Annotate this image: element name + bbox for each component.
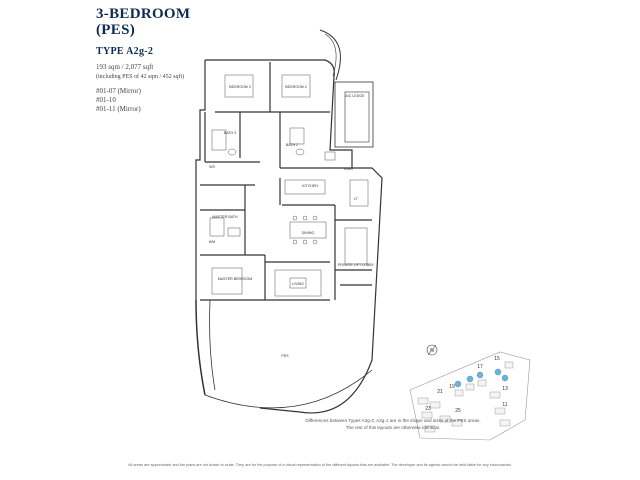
room-label-bedroom2: BEDROOM 2 [285,85,307,89]
block-number: 13 [502,386,508,392]
highlighted-unit [454,380,462,388]
room-label-ac-ledge: A/C LEDGE [345,94,365,98]
area-sub: (including PES of 42 sqm / 452 sqft) [96,74,185,80]
highlighted-unit [494,368,502,376]
block-number: 21 [437,389,443,395]
room-label-pes: PES [281,354,289,358]
svg-text:N: N [430,348,434,354]
highlighted-unit [501,374,509,382]
unit-category-title: 3-BEDROOM [96,6,191,22]
room-label-master-bedroom: MASTER BEDROOM [218,277,253,281]
room-label-bedroom3: BEDROOM 3 [229,85,251,89]
room-label-living: LIVING [292,282,304,286]
room-label-ws: WS [209,165,215,169]
room-label-kitchen: KITCHEN [302,184,318,188]
unit-item: #01-10 [96,96,116,104]
room-label-master-bath: MASTER BATH [212,215,238,219]
room-label-dining: DINING [302,231,315,235]
room-label-bath2: BATH 2 [286,143,298,147]
room-label-wm: WM [209,240,215,244]
unit-item: #01-11 (Mirror) [96,105,141,113]
block-number: 23 [425,406,431,412]
highlighted-unit [476,371,484,379]
block-number: 19 [449,384,455,390]
area-main: 193 sqm / 2,077 sqft [96,63,154,71]
title-block: 3-BEDROOM (PES) TYPE A2g-2 193 sqm / 2,0… [96,6,296,114]
compass-icon: N [426,344,438,356]
disclaimer: All areas are approximate and the plans … [128,463,512,467]
unit-category-subtitle: (PES) [96,22,135,38]
room-label-lt: LT [354,197,359,201]
unit-item: #01-07 (Mirror) [96,87,141,95]
unit-type-label: TYPE A2g-2 [96,46,154,57]
block-number: 17 [477,364,483,370]
highlighted-unit [466,375,474,383]
block-number: 15 [494,356,500,362]
block-number: 11 [502,402,507,408]
room-label-bath3: BATH 3 [224,131,236,135]
block-number: 25 [455,408,461,414]
unit-area: 193 sqm / 2,077 sqft (including PES of 4… [96,63,296,82]
room-label-yard: YARD [343,167,353,171]
room-label-private-lift-lobby: PRIVATE LIFT LOBBY [338,263,375,267]
unit-list: #01-07 (Mirror) #01-10 #01-11 (Mirror) [96,87,296,114]
layout-difference-note: Differences between Types A2g-2, A2g-1 a… [305,418,481,430]
